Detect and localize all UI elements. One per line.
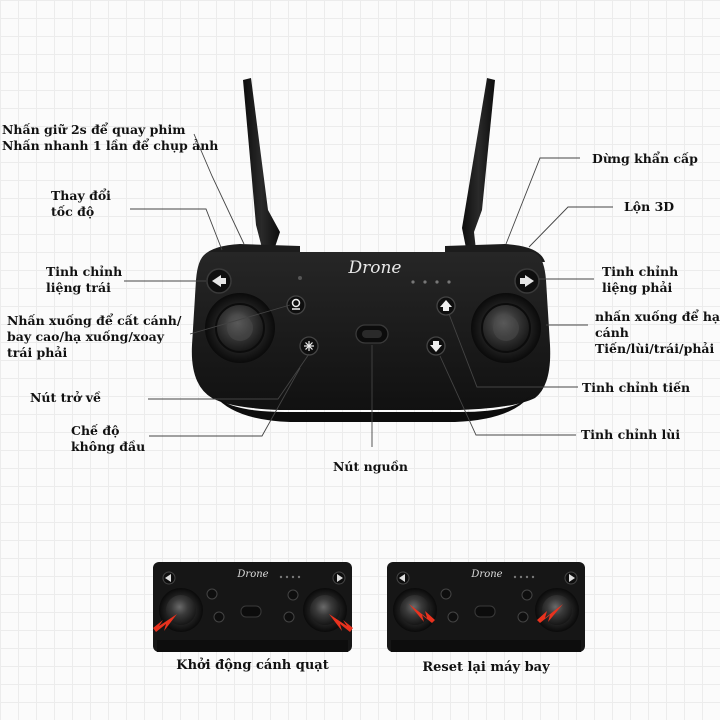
mini-controller-start: Drone [153, 562, 353, 652]
trim-forward-button[interactable] [436, 296, 456, 316]
label-line: trái phải [7, 345, 68, 360]
label-line: Tinh chỉnh [46, 264, 123, 279]
label-power: Nút nguồn [333, 459, 408, 475]
trim-backward-button[interactable] [426, 336, 446, 356]
label-line: Lộn 3D [624, 199, 675, 214]
right-joystick[interactable] [471, 293, 541, 363]
mini-brand: Drone [470, 569, 502, 580]
label-speed: Thay đổi tốc độ [51, 188, 111, 220]
label-record-photo: Nhấn giữ 2s để quay phim Nhấn nhanh 1 lầ… [2, 122, 218, 154]
label-line: Tinh chỉnh lùi [581, 427, 681, 442]
caption-start-propellers: Khởi động cánh quạt [176, 658, 329, 673]
label-trim-left: Tinh chỉnh liệng trái [46, 264, 122, 296]
trim-left-button[interactable] [206, 268, 232, 294]
label-line: liệng trái [46, 280, 111, 295]
label-headless: Chế độ không đầu [71, 423, 145, 455]
left-antenna [243, 78, 280, 250]
power-button[interactable] [355, 324, 389, 344]
label-line: Nút trở về [30, 390, 101, 405]
label-line: Tinh chỉnh [602, 264, 679, 279]
label-line: không đầu [71, 439, 146, 454]
label-flip: Lộn 3D [624, 199, 674, 215]
label-line: Nhấn giữ 2s để quay phim [2, 122, 186, 137]
label-left-stick: Nhấn xuống để cất cánh/ bay cao/hạ xuống… [7, 313, 181, 361]
label-line: cánh [595, 325, 629, 340]
label-trim-backward: Tinh chỉnh lùi [581, 427, 680, 443]
right-antenna [462, 78, 495, 250]
label-line: liệng phải [602, 280, 673, 295]
label-trim-right: Tinh chỉnh liệng phải [602, 264, 678, 296]
headless-mode-button[interactable] [299, 336, 319, 356]
label-line: Tiến/lùi/trái/phải [595, 341, 715, 356]
main-controller: Drone [191, 78, 551, 422]
caption-reset: Reset lại máy bay [422, 660, 550, 675]
status-dots [411, 280, 451, 284]
indicator-led [298, 276, 302, 280]
label-line: Thay đổi [51, 188, 111, 203]
label-line: Tinh chỉnh tiến [582, 380, 691, 395]
label-line: nhấn xuống để hạ [595, 309, 720, 324]
leader-lines [124, 133, 613, 447]
label-line: tốc độ [51, 204, 95, 219]
label-line: Nhấn xuống để cất cánh/ [7, 313, 182, 328]
label-right-stick: nhấn xuống để hạ cánh Tiến/lùi/trái/phải [595, 309, 720, 357]
brand-logo: Drone [347, 258, 401, 278]
label-line: bay cao/hạ xuống/xoay [7, 329, 165, 344]
mini-brand: Drone [236, 569, 268, 580]
label-line: Nhấn nhanh 1 lần để chụp ảnh [2, 138, 219, 153]
label-trim-forward: Tinh chỉnh tiến [582, 380, 690, 396]
label-line: Dừng khẩn cấp [592, 151, 698, 166]
label-line: Nút nguồn [333, 459, 408, 474]
label-return: Nút trở về [30, 390, 101, 406]
record-photo-button[interactable] [286, 295, 306, 315]
left-joystick[interactable] [205, 293, 275, 363]
trim-right-button[interactable] [514, 268, 540, 294]
label-emergency: Dừng khẩn cấp [592, 151, 698, 167]
label-line: Chế độ [71, 423, 120, 438]
mini-controller-reset: Drone [387, 562, 585, 652]
controller-bottom-lip [215, 396, 530, 422]
